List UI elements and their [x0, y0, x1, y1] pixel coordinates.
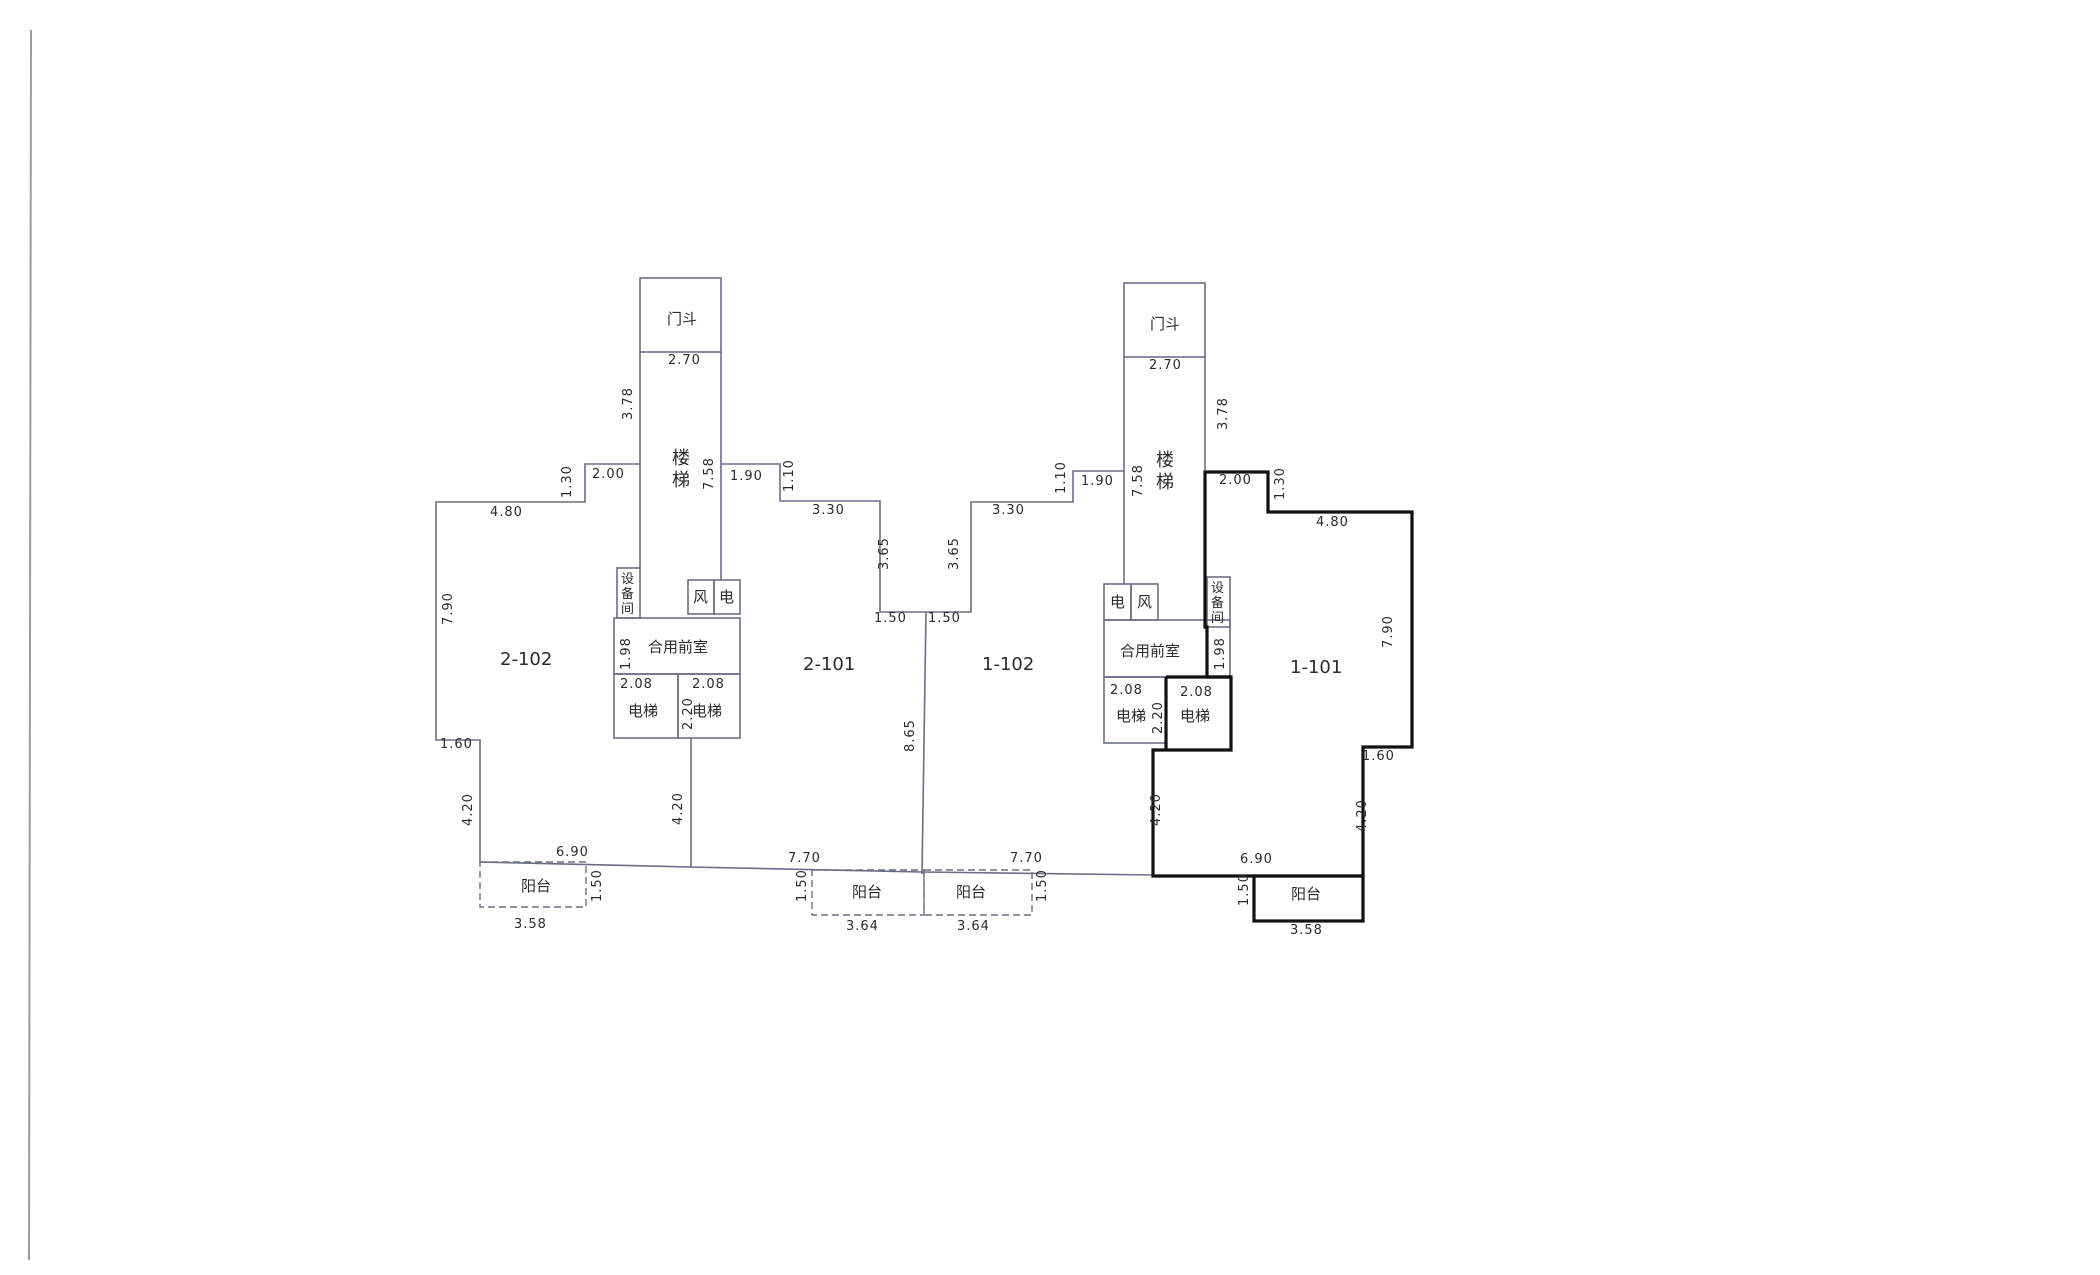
- label-left-stair-1: 楼: [672, 448, 690, 469]
- label-right-vestibule: 门斗: [1150, 315, 1180, 333]
- dim-1-102-notch: 1.50: [928, 611, 961, 626]
- dim-2-102-jog: 1.60: [440, 737, 473, 752]
- dim-1-101-bottom: 6.90: [1240, 852, 1273, 867]
- balcony-2-102: [479, 861, 587, 908]
- dim-balcony-1-w: 3.58: [514, 917, 547, 932]
- dim-2-101-upper: 3.30: [812, 503, 845, 518]
- right-vestibule: [1123, 282, 1206, 358]
- dim-left-step-right-w: 1.90: [730, 469, 763, 484]
- dim-left-lobby-h: 1.98: [619, 637, 634, 670]
- unit-2-101-outline: [721, 463, 926, 613]
- dim-right-elev-w-b: 2.08: [1180, 685, 1213, 700]
- dim-left-stair-right: 7.58: [702, 457, 717, 490]
- dim-left-elev-w-a: 2.08: [620, 677, 653, 692]
- dim-right-stair-left: 7.58: [1131, 464, 1146, 497]
- dim-balcony-2-w: 3.64: [846, 919, 879, 934]
- label-right-equip-1: 设: [1211, 581, 1225, 596]
- label-right-elevator-a: 电梯: [1116, 707, 1146, 725]
- dim-left-step-left-h: 1.30: [560, 465, 575, 498]
- unit-1-101-outline: [1151, 470, 1414, 878]
- label-right-shaft-electric: 电: [1110, 593, 1125, 611]
- dim-left-elev-h: 2.20: [681, 697, 696, 730]
- dim-1-102-upper: 3.30: [992, 503, 1025, 518]
- label-right-stair-1: 楼: [1156, 450, 1174, 471]
- dim-balcony-2-d: 1.50: [795, 869, 810, 902]
- label-left-lobby: 合用前室: [648, 638, 708, 656]
- label-right-elevator-b: 电梯: [1180, 707, 1210, 725]
- label-unit-1-102: 1-102: [982, 654, 1034, 675]
- dim-balcony-4-w: 3.58: [1290, 923, 1323, 938]
- label-balcony-2: 阳台: [852, 883, 882, 901]
- label-left-shaft-electric: 电: [719, 588, 734, 606]
- right-equipment-room: [1206, 576, 1231, 628]
- balcony-1-101: [1252, 874, 1365, 923]
- label-unit-2-101: 2-101: [803, 654, 855, 675]
- right-stair-core: [1103, 282, 1231, 744]
- dim-right-lobby-h: 1.98: [1213, 637, 1228, 670]
- dim-balcony-3-w: 3.64: [957, 919, 990, 934]
- dim-2-101-drop: 3.65: [877, 537, 892, 570]
- dim-left-step-left-w: 2.00: [592, 467, 625, 482]
- unit-1-102-outline: [926, 470, 1124, 613]
- dim-balcony-1-d: 1.50: [590, 869, 605, 902]
- dim-1-102-party-wall: 8.65: [903, 719, 918, 752]
- label-left-vestibule: 门斗: [667, 310, 697, 328]
- label-balcony-4: 阳台: [1291, 885, 1321, 903]
- dim-left-step-right-h: 1.10: [782, 459, 797, 492]
- label-left-stair-2: 梯: [672, 470, 690, 491]
- unit-2-102-outline: [435, 463, 691, 868]
- left-stair-core: [613, 277, 741, 739]
- label-unit-2-102: 2-102: [500, 649, 552, 670]
- label-right-stair-2: 梯: [1156, 472, 1174, 493]
- label-left-shaft-wind: 风: [693, 588, 708, 606]
- dim-1-102-drop: 3.65: [947, 537, 962, 570]
- dim-1-101-top: 4.80: [1316, 515, 1349, 530]
- dim-left-elev-w-b: 2.08: [692, 677, 725, 692]
- label-right-equip-3: 间: [1211, 611, 1225, 626]
- label-right-lobby: 合用前室: [1120, 642, 1180, 660]
- label-unit-1-101: 1-101: [1290, 657, 1342, 678]
- dim-balcony-3-d: 1.50: [1035, 869, 1050, 902]
- label-balcony-1: 阳台: [521, 877, 551, 895]
- balcony-2-101: [811, 869, 925, 916]
- dim-1-101-lower-left: 4.20: [1149, 793, 1164, 826]
- dim-1-101-right: 7.90: [1381, 615, 1396, 648]
- dim-balcony-4-d: 1.50: [1237, 873, 1252, 906]
- label-right-shaft-wind: 风: [1137, 593, 1152, 611]
- dim-2-102-bottom: 6.90: [556, 845, 589, 860]
- dim-right-elev-w-a: 2.08: [1110, 683, 1143, 698]
- dim-2-102-partition: 4.20: [671, 792, 686, 825]
- dim-right-step-right-h: 1.30: [1273, 467, 1288, 500]
- dim-right-vestibule-w: 2.70: [1149, 358, 1182, 373]
- label-left-equip-3: 间: [621, 602, 635, 617]
- dim-1-102-bottom: 7.70: [1010, 851, 1043, 866]
- dim-left-stair-upper: 3.78: [621, 387, 636, 420]
- dim-right-elev-h: 2.20: [1151, 701, 1166, 734]
- label-left-equip-1: 设: [621, 572, 635, 587]
- party-wall: [921, 611, 927, 875]
- scan-edge-line: [28, 29, 32, 1261]
- dim-right-step-left-h: 1.10: [1054, 461, 1069, 494]
- label-right-equip-2: 备: [1211, 595, 1225, 611]
- dim-1-101-jog: 1.60: [1362, 749, 1395, 764]
- label-left-elevator-a: 电梯: [628, 702, 658, 720]
- dim-right-stair-upper: 3.78: [1216, 397, 1231, 430]
- dim-2-101-bottom: 7.70: [788, 851, 821, 866]
- dim-2-102-left: 7.90: [441, 592, 456, 625]
- label-left-equip-2: 备: [621, 586, 635, 602]
- dim-2-102-lower-left: 4.20: [461, 793, 476, 826]
- dim-left-vestibule-w: 2.70: [668, 353, 701, 368]
- left-vestibule: [639, 277, 722, 353]
- dim-2-101-notch: 1.50: [874, 611, 907, 626]
- dim-right-step-left-w: 1.90: [1081, 474, 1114, 489]
- dim-2-102-top: 4.80: [490, 505, 523, 520]
- left-shaft-electric: [713, 579, 741, 615]
- left-elevator-b: [677, 673, 741, 739]
- label-left-elevator-b: 电梯: [692, 702, 722, 720]
- dim-1-101-lower-right: 4.20: [1355, 799, 1370, 832]
- label-balcony-3: 阳台: [956, 883, 986, 901]
- dim-right-step-right-w: 2.00: [1219, 473, 1252, 488]
